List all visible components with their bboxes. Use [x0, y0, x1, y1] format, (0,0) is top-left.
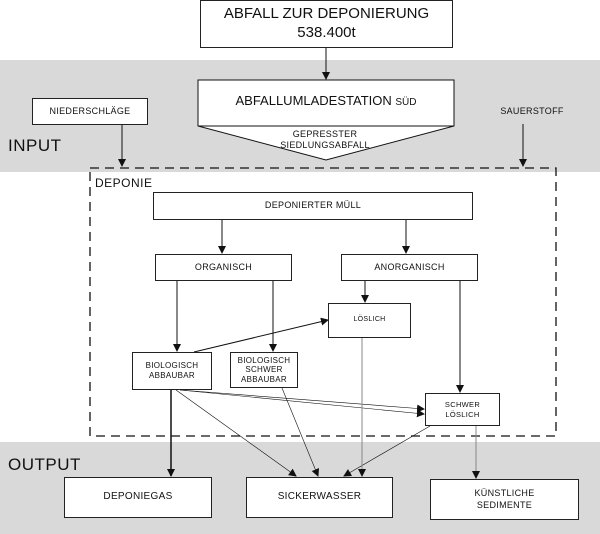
arrow-bio-schwerloeslich: [179, 389, 425, 418]
sauerstoff-label: SAUERSTOFF: [500, 106, 564, 116]
station-label-main: ABFALLUMLADESTATION: [235, 93, 392, 108]
abfall-zur-deponierung-box: ABFALL ZUR DEPONIERUNG 538.400t: [200, 0, 453, 48]
schwer-loeslich-box: SCHWER LÖSLICH: [425, 393, 500, 426]
pressed-waste-label: GEPRESSTER SIEDLUNGSABFALL: [250, 129, 400, 151]
abfall-amount: 538.400t: [297, 24, 356, 41]
deponie-label: DEPONIE: [95, 176, 153, 190]
pressed-line1: GEPRESSTER: [292, 129, 358, 139]
sickerwasser-box: SICKERWASSER: [246, 477, 393, 518]
pressed-line2: SIEDLUNGSABFALL: [280, 139, 370, 150]
bio-abbaubar-box: BIOLOGISCH ABBAUBAR: [132, 352, 212, 390]
niederschlaege-box: NIEDERSCHLÄGE: [32, 98, 148, 125]
output-label: OUTPUT: [8, 455, 81, 474]
abfall-title: ABFALL ZUR DEPONIERUNG: [223, 5, 430, 23]
deponierter-muell-box: DEPONIERTER MÜLL: [153, 192, 473, 220]
input-label: INPUT: [8, 136, 62, 155]
arrow-bio-sedimente-curve: [179, 389, 425, 413]
bio-schwer-abbaubar-box: BIOLOGISCH SCHWER ABBAUBAR: [230, 352, 298, 388]
loeslich-box: LÖSLICH: [328, 303, 411, 338]
station-label: ABFALLUMLADESTATION SÜD: [198, 93, 454, 108]
deponiegas-box: DEPONIEGAS: [64, 477, 212, 518]
organisch-box: ORGANISCH: [155, 254, 292, 281]
arrow-bio-loeslich: [193, 317, 329, 353]
kuenstliche-sedimente-box: KÜNSTLICHE SEDIMENTE: [430, 479, 579, 520]
station-label-suffix: SÜD: [395, 97, 417, 108]
anorganisch-box: ANORGANISCH: [341, 254, 478, 281]
